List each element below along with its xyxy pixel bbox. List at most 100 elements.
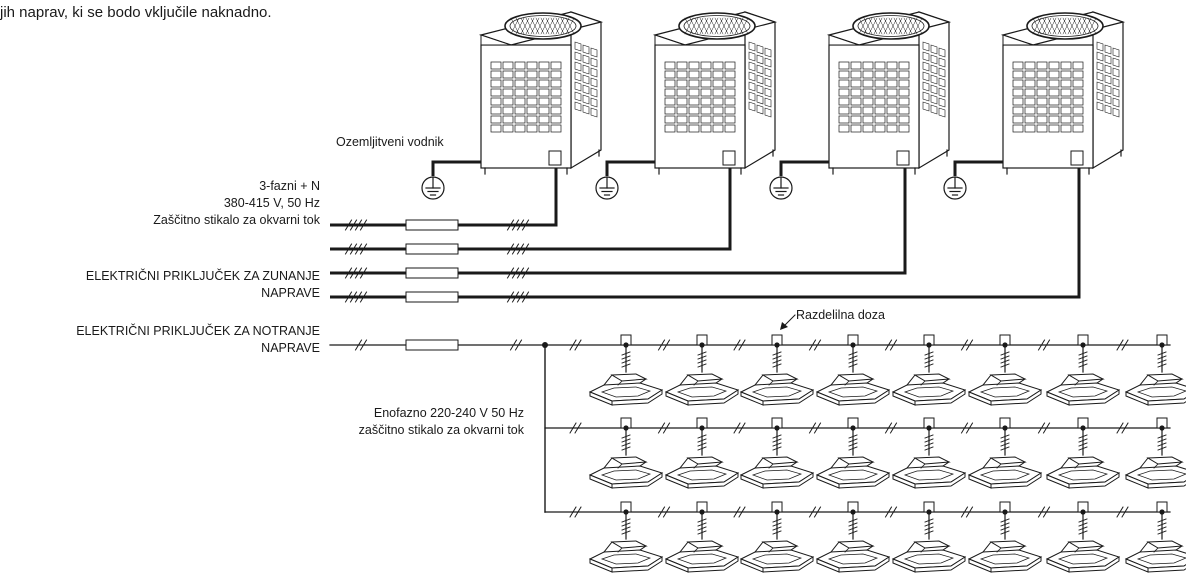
front-vent-grid (490, 61, 562, 133)
wire-slash-marks (733, 422, 746, 434)
wire-slash-marks (808, 339, 822, 351)
indoor-cassette-unit (815, 373, 891, 406)
junction-dot (623, 342, 629, 348)
power-wires (329, 160, 1171, 540)
ground-wire (779, 160, 829, 176)
drop-wire-ticks (621, 351, 631, 368)
drop-wire-ticks (621, 518, 631, 535)
indoor-fuse (405, 339, 459, 351)
junction-dot (774, 425, 780, 431)
terminal-box (896, 150, 910, 166)
wire-slash-marks (733, 339, 746, 351)
indoor-cassette-unit (891, 456, 967, 489)
terminal-box (548, 150, 562, 166)
junction-dot (926, 342, 932, 348)
ground-symbol (769, 176, 793, 200)
wire-slash-marks (506, 219, 530, 231)
drop-wire-ticks (924, 351, 934, 368)
junction-dot (850, 509, 856, 515)
three-phase-label-2: 380-415 V, 50 Hz (223, 196, 320, 210)
junction-dot (926, 425, 932, 431)
wire-slash-marks (960, 422, 974, 434)
wire-slash-marks (1037, 422, 1051, 434)
drop-wire-ticks (848, 351, 858, 368)
front-vent-grid (838, 61, 910, 133)
front-vent-grid (664, 61, 736, 133)
indoor-cassette-unit (1124, 540, 1186, 573)
junction-dot (1080, 509, 1086, 515)
wire-slash-marks (506, 291, 530, 303)
junction-dot (1002, 509, 1008, 515)
indoor-connection-label-2: NAPRAVE (261, 341, 320, 355)
fan-grille (678, 12, 756, 40)
junction-dot (1159, 342, 1165, 348)
outdoor-power-wire (330, 168, 907, 275)
wire-slash-marks (344, 243, 368, 255)
single-phase-label-2: zaščitno stikalo za okvarni tok (358, 423, 524, 437)
drop-wire-ticks (1078, 518, 1088, 535)
indoor-cassette-unit (967, 373, 1043, 406)
outdoor-unit (478, 11, 604, 175)
drop-wire-ticks (848, 518, 858, 535)
wire-slash-marks (1037, 506, 1051, 518)
terminal-box (1070, 150, 1084, 166)
indoor-cassette-unit (739, 373, 815, 406)
junction-dot (1002, 425, 1008, 431)
junction-dot (699, 509, 705, 515)
side-vent-grid (748, 41, 772, 118)
indoor-cassette-unit (1124, 456, 1186, 489)
drop-wire-ticks (772, 518, 782, 535)
drop-wire-ticks (772, 434, 782, 451)
ground-wire (431, 160, 481, 176)
indoor-cassette-unit (664, 540, 740, 573)
drop-wire-ticks (772, 351, 782, 368)
wire-slash-marks (509, 339, 523, 351)
indoor-cassette-unit (891, 540, 967, 573)
junction-dot (774, 509, 780, 515)
side-vent-grid (922, 41, 946, 118)
wire-slash-marks (344, 267, 368, 279)
drop-wire-ticks (621, 434, 631, 451)
annotations (344, 219, 1168, 535)
side-vent-grid (1096, 41, 1120, 118)
outdoor-connection-label-2: NAPRAVE (261, 286, 320, 300)
wire-slash-marks (354, 339, 368, 351)
indoor-cassette-unit (664, 373, 740, 406)
wire-slash-marks (1037, 339, 1051, 351)
junction-dot (623, 425, 629, 431)
indoor-cassette-unit (815, 540, 891, 573)
indoor-cassette-unit (815, 456, 891, 489)
drop-wire-ticks (1157, 434, 1167, 451)
wire-slash-marks (657, 339, 671, 351)
wire-slash-marks (1116, 506, 1129, 518)
outdoor-fuse (405, 291, 459, 303)
wire-slash-marks (884, 506, 898, 518)
junction-dot (623, 509, 629, 515)
drop-wire-ticks (1078, 351, 1088, 368)
wire-slash-marks (884, 422, 898, 434)
indoor-units (588, 373, 1186, 573)
drop-wire-ticks (1157, 351, 1167, 368)
junction-dot (850, 342, 856, 348)
indoor-cassette-unit (664, 456, 740, 489)
side-vent-grid (574, 41, 598, 118)
wire-slash-marks (808, 422, 822, 434)
wire-slash-marks (733, 506, 746, 518)
wire-slash-marks (960, 339, 974, 351)
outdoor-unit (652, 11, 778, 175)
indoor-cassette-unit (588, 540, 664, 573)
indoor-cassette-unit (967, 456, 1043, 489)
drop-wire-ticks (1157, 518, 1167, 535)
indoor-cassette-unit (588, 456, 664, 489)
wire-slash-marks (344, 291, 368, 303)
ground-symbol (943, 176, 967, 200)
junction-dot (926, 509, 932, 515)
junction-dot (1080, 425, 1086, 431)
wire-slash-marks (569, 339, 582, 351)
fan-grille (1026, 12, 1104, 40)
single-phase-label-1: Enofazno 220-240 V 50 Hz (373, 406, 524, 420)
front-vent-grid (1012, 61, 1084, 133)
outdoor-fuse (405, 219, 459, 231)
junction-dot (699, 425, 705, 431)
